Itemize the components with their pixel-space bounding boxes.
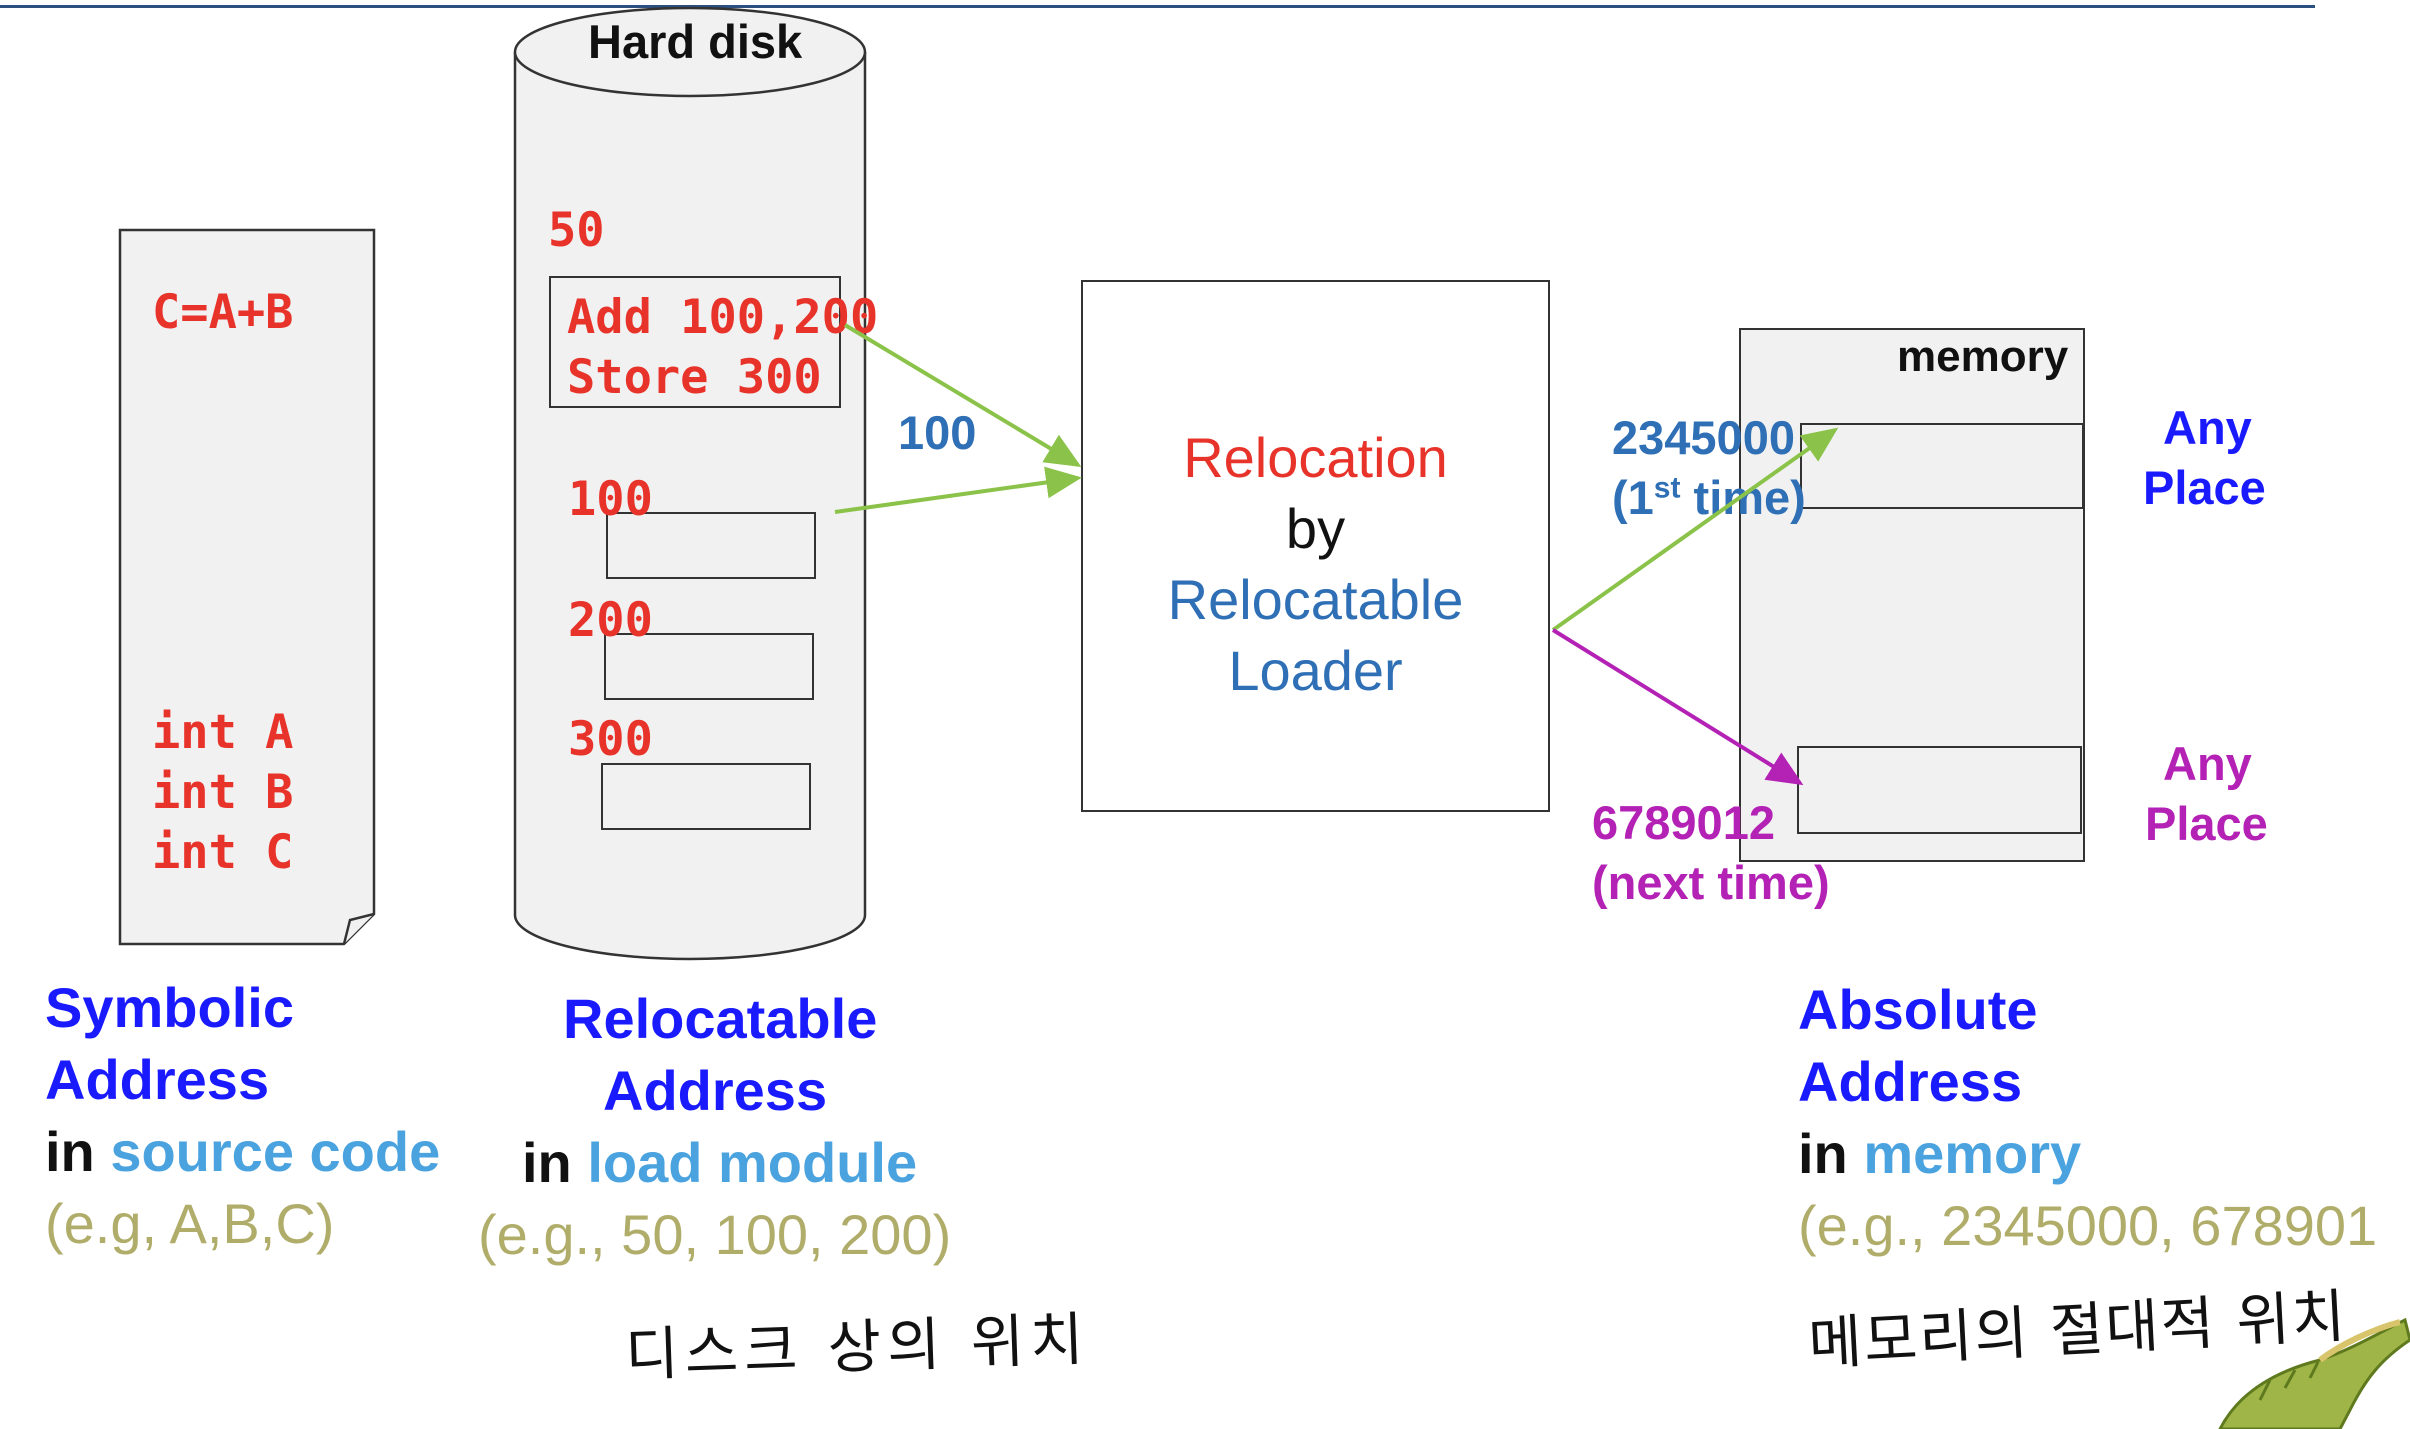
any-place-2-line2: Place: [2145, 797, 2268, 850]
disk-instruction-add: Add 100,200: [567, 290, 879, 345]
symbolic-caption-line2: Address: [45, 1048, 270, 1111]
symbolic-caption-example: (e.g, A,B,C): [45, 1192, 335, 1255]
symbolic-caption-line3: in source code: [45, 1120, 441, 1183]
memory-slot-2: [1797, 746, 2082, 834]
relocatable-caption-line1: Relocatable: [563, 987, 878, 1050]
loader-line-relocation: Relocation: [1183, 426, 1448, 489]
source-statement: C=A+B: [152, 285, 294, 340]
absolute-caption-example: (e.g., 2345000, 678901: [1798, 1194, 2378, 1257]
disk-addr-200: 200: [568, 593, 653, 648]
instruction-box: [549, 276, 841, 408]
disk-addr-100: 100: [568, 472, 653, 527]
memory-title: memory: [1897, 332, 2069, 381]
memory-slot-1: [1800, 423, 2084, 509]
absolute-caption-line1: Absolute: [1798, 978, 2038, 1041]
loader-line-relocatable: Relocatable: [1167, 568, 1464, 631]
absolute-caption-line2: Address: [1798, 1050, 2023, 1113]
loader-line-by: by: [1285, 497, 1346, 560]
arrow-loader-to-memory-next: [1551, 628, 1804, 786]
loader-line-loader: Loader: [1228, 639, 1403, 702]
hard-disk-cylinder: [513, 6, 867, 961]
source-code-page: [118, 228, 376, 946]
relocatable-caption-line2: Address: [603, 1059, 828, 1122]
memory-addr-first: 2345000: [1612, 411, 1795, 464]
disk-slot-200: [604, 633, 814, 700]
arrow-data-to-loader: [834, 466, 1082, 514]
absolute-caption-line3: in memory: [1798, 1122, 2082, 1185]
relocatable-caption-line3: in load module: [522, 1131, 918, 1194]
arrow-instruction-to-loader: [843, 323, 1082, 468]
source-decl-a: int A: [152, 705, 294, 760]
handwritten-disk-note: 디스크 상의 위치: [624, 1304, 1091, 1390]
dinosaur-illustration: [2218, 1317, 2410, 1429]
any-place-2-line1: Any: [2163, 737, 2252, 790]
relocatable-caption-example: (e.g., 50, 100, 200): [478, 1203, 952, 1266]
any-place-1-line1: Any: [2163, 401, 2252, 454]
symbolic-caption-line1: Symbolic: [45, 976, 294, 1039]
top-rule: [0, 5, 2315, 8]
disk-addr-50: 50: [548, 203, 605, 258]
disk-addr-300: 300: [568, 712, 653, 767]
disk-instruction-store: Store 300: [567, 350, 822, 405]
source-decl-c: int C: [152, 825, 294, 880]
arrow-label-100: 100: [898, 406, 977, 459]
memory-addr-next: 6789012: [1592, 796, 1775, 849]
relocation-loader-box: [1081, 280, 1550, 812]
any-place-1-line2: Place: [2143, 461, 2266, 514]
memory-addr-next-note: (next time): [1592, 856, 1830, 909]
hard-disk-title: Hard disk: [588, 15, 803, 68]
disk-slot-100: [606, 512, 816, 579]
source-decl-b: int B: [152, 765, 294, 820]
arrow-loader-to-memory-first: [1551, 427, 1839, 632]
disk-slot-300: [601, 763, 811, 830]
